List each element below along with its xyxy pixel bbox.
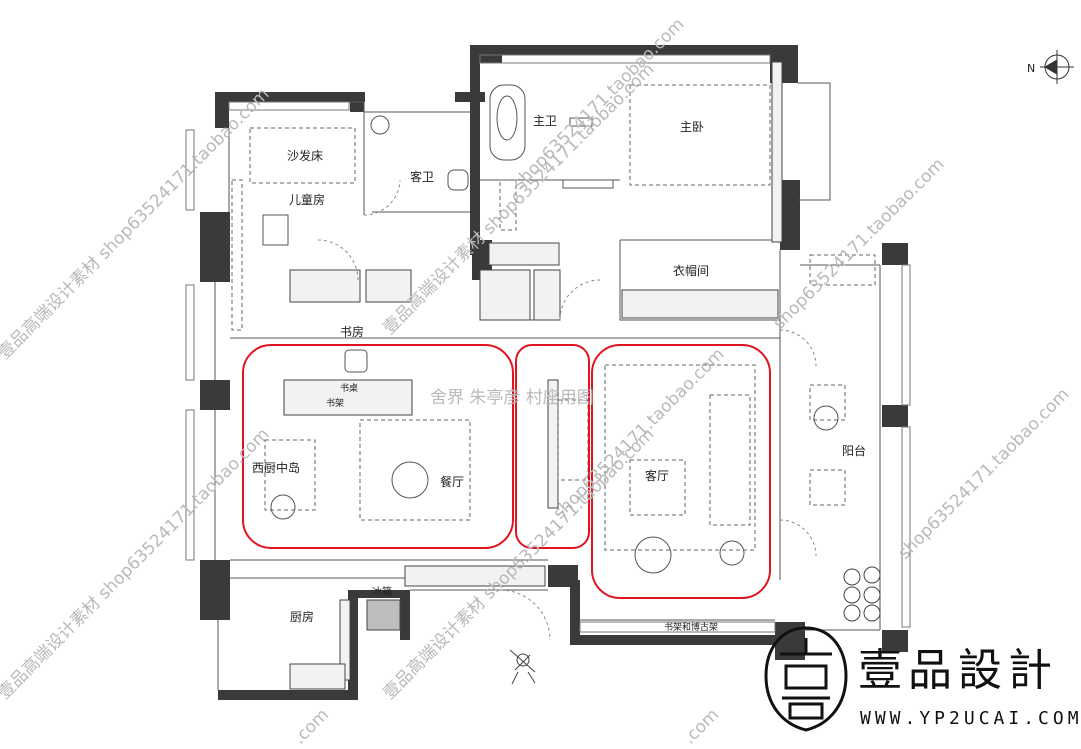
label-kitchen-island: 西厨中岛 <box>252 460 300 475</box>
watermark-shop-5: shop63524171.taobao.com <box>549 344 728 523</box>
brand-logo: 壹品設計 WWW.YP2UCAI.COM <box>760 624 1080 744</box>
label-balcony: 阳台 <box>842 443 866 458</box>
watermark-domain-1: .com <box>289 705 333 749</box>
watermark-domain-2: .com <box>679 705 723 749</box>
walls <box>200 45 908 700</box>
label-desk: 书桌 <box>340 382 358 394</box>
plants <box>843 566 881 622</box>
label-study: 书房 <box>340 324 364 339</box>
room-labels: 沙发床 儿童房 客卫 主卫 主卧 衣帽间 书房 书桌 书架 西厨中岛 餐厅 客厅… <box>252 114 866 633</box>
zone-living <box>591 344 771 599</box>
watermark-shop-4: 壹品高端设计素材 shop63524171.taobao.com <box>0 424 273 703</box>
windows <box>185 54 911 633</box>
label-bookshelf: 书架 <box>326 398 344 409</box>
label-walk-in-closet: 衣帽间 <box>673 263 709 278</box>
label-master-bath: 主卫 <box>533 114 557 128</box>
watermark-shop-7: shop63524171.taobao.com <box>894 384 1073 563</box>
label-kids-room: 儿童房 <box>289 192 325 207</box>
compass-icon <box>1040 50 1074 84</box>
watermark-center: 舍界 朱亭彦 村座用图 <box>430 388 594 408</box>
label-dining: 餐厅 <box>440 474 464 489</box>
label-fridge: 冰箱 <box>372 585 392 598</box>
zone-corridor <box>515 344 590 549</box>
label-guest-bath: 客卫 <box>410 169 434 184</box>
person-icon <box>509 649 536 685</box>
watermark-shop-8: shop63524171.taobao.com <box>509 14 688 193</box>
zone-dining <box>242 344 514 549</box>
brand-url: WWW.YP2UCAI.COM <box>860 708 1081 729</box>
furniture <box>231 84 876 551</box>
brand-name: 壹品設計 <box>858 645 1058 696</box>
cabinets <box>283 61 783 690</box>
label-master-bedroom: 主卧 <box>680 120 704 134</box>
label-kitchen: 厨房 <box>290 609 314 624</box>
doors <box>317 179 817 641</box>
wall-lines <box>214 82 881 690</box>
brand-seal-icon <box>764 626 848 732</box>
fridge-block <box>366 599 401 631</box>
label-living: 客厅 <box>645 468 669 483</box>
compass-north-label: N <box>1027 62 1035 75</box>
label-shelf-cabinet: 书架和博古架 <box>664 621 718 633</box>
zones <box>242 344 771 599</box>
fixtures <box>262 84 839 574</box>
label-sofa-bed: 沙发床 <box>287 148 323 163</box>
